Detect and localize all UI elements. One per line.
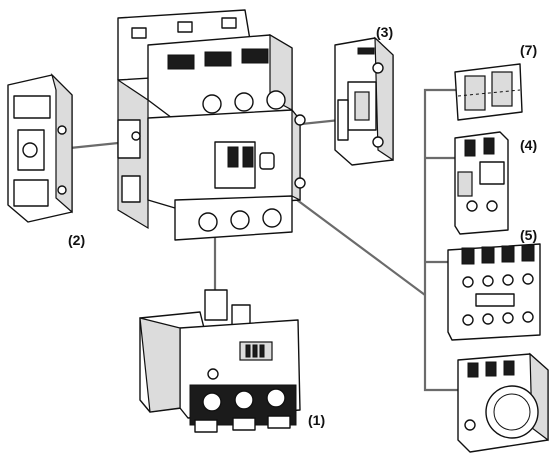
main-contactor — [117, 9, 306, 241]
front-aux-2-pole — [454, 131, 509, 235]
label-part-7: (7) — [520, 42, 537, 58]
label-part-4: (4) — [520, 137, 537, 153]
rail-vertical-bus — [423, 88, 462, 392]
label-part-3: (3) — [376, 24, 393, 40]
cover-plate-accessory — [454, 63, 523, 121]
pneumatic-timer-block — [457, 352, 549, 453]
front-aux-4-pole — [447, 243, 541, 341]
label-part-5: (5) — [520, 227, 537, 243]
label-part-1: (1) — [308, 412, 325, 428]
label-part-2: (2) — [68, 232, 85, 248]
thermal-overload-relay — [139, 289, 301, 433]
side-interlock-module — [7, 72, 73, 223]
side-auxiliary-block — [334, 36, 394, 166]
